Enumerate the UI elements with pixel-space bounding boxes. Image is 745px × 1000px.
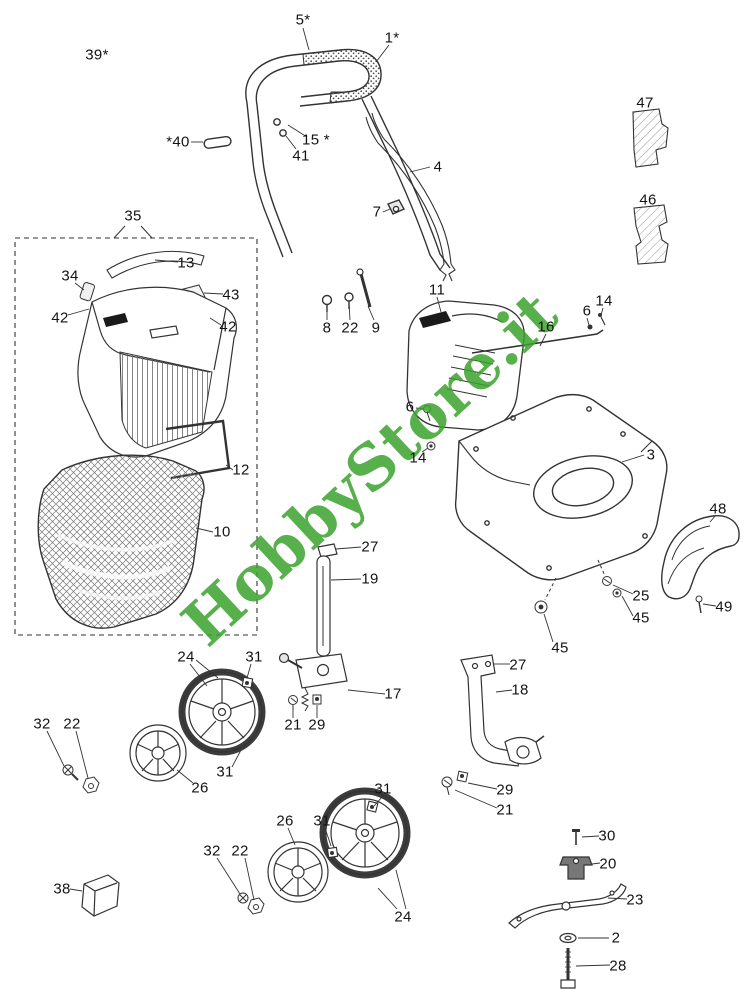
group-35-dashed-box [14, 237, 258, 636]
front-hubcap-drawing [129, 724, 187, 782]
deck-drawing [454, 393, 668, 581]
deck-fasteners-drawing [534, 559, 622, 614]
rear-bracket-bolts-drawing [441, 770, 469, 796]
rear-bracket-drawing [460, 654, 545, 767]
bag-frame-wire-drawing [165, 419, 231, 480]
left-fasteners-drawing [62, 764, 100, 794]
deflector-drawing [661, 515, 740, 600]
cable-clamp-drawing [387, 199, 405, 215]
leader-lines [46, 27, 717, 967]
trim-strip-drawing [106, 250, 205, 279]
deflector-screw-drawing [695, 595, 703, 614]
handle-fasteners-drawing [321, 268, 372, 312]
control-cable-drawing [365, 112, 456, 282]
top-cover-drawing [406, 300, 525, 431]
catcher-cover-drawing [77, 286, 237, 458]
height-lever-drawing [278, 543, 348, 712]
clip-drawing [79, 281, 96, 302]
bracket-46-drawing [633, 204, 669, 265]
rear-wheel-drawing [319, 787, 411, 879]
handlebar-drawing [203, 48, 456, 312]
bracket-47-drawing [632, 108, 669, 168]
front-wheel-drawing [178, 668, 266, 756]
blade-assembly-drawing [508, 829, 627, 989]
grass-bag-drawing [37, 454, 205, 629]
spacer-tube-drawing [203, 135, 232, 149]
grass-catcher-group-drawing [14, 225, 258, 636]
link-rod-drawing [471, 313, 606, 354]
rear-hubcap-drawing [267, 841, 329, 903]
bottom-fasteners-drawing [237, 892, 265, 915]
corner-piece-drawing [81, 874, 120, 917]
cover-screws-drawing [423, 405, 436, 451]
